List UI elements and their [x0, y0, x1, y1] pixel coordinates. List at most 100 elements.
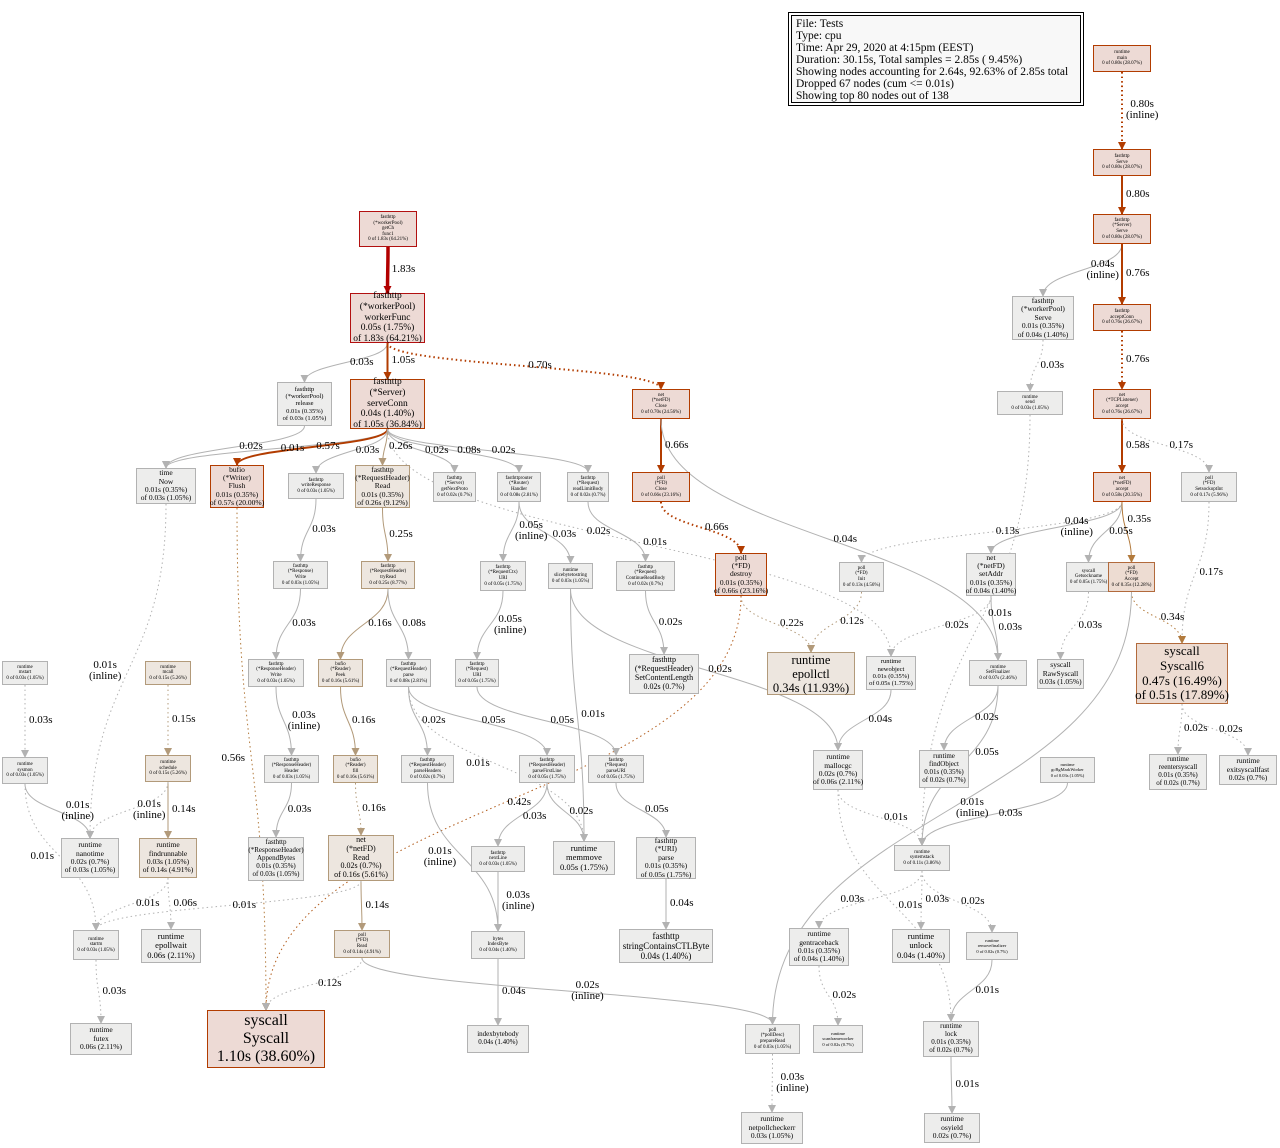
node-line: fasthttp	[580, 475, 596, 481]
edge-label: 0.12s	[318, 977, 342, 989]
node-line: 0 of 0.14s (4.91%)	[343, 949, 381, 955]
node-line: (*Response)	[288, 569, 313, 575]
edge-label: 0.02s	[569, 805, 594, 817]
edge-prepareRead-to-netpollcheckerr	[768, 1053, 777, 1113]
edge-label: 0.05s	[1109, 525, 1133, 537]
node-line: (*ResponseHeader)	[256, 667, 296, 673]
node-line: func1	[382, 231, 394, 237]
edge-sysmon-to-startm	[24, 783, 100, 931]
node-line: 0.47s (16.49%)	[1142, 672, 1222, 688]
edge-label: 0.01s	[136, 897, 160, 909]
node-line: fasthttp	[380, 215, 396, 221]
node-line: syscall	[244, 1012, 288, 1030]
node-line: Init	[858, 577, 865, 582]
node-line: net	[986, 552, 996, 562]
node-setContentLength[interactable]: fasthttp(*RequestHeader)SetContentLength…	[629, 654, 699, 694]
edge-findrunnable-to-epollwait	[166, 877, 175, 930]
node-line: 0 of 0.02s (0.7%)	[628, 581, 663, 587]
node-line: (*Reader)	[345, 763, 366, 769]
edge-label: 0.16s	[362, 802, 386, 814]
